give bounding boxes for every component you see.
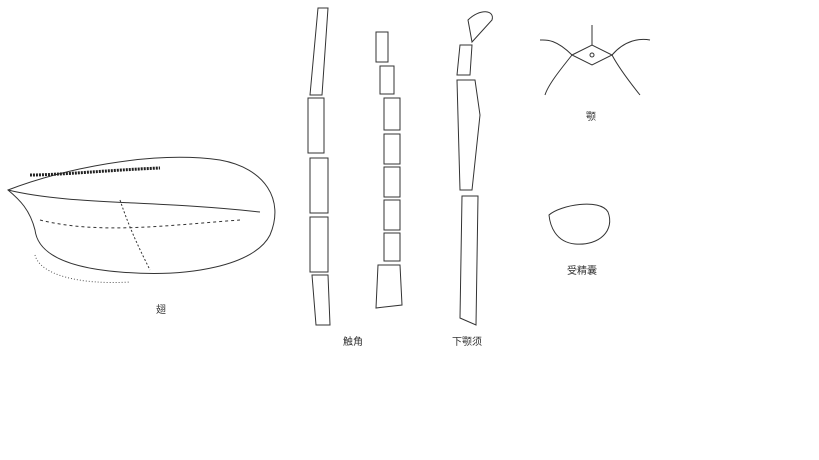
maxillary-palp-label: 下颚须	[452, 337, 482, 348]
spermatheca-label: 受精囊	[567, 266, 597, 277]
mandible-label: 颚	[586, 112, 596, 123]
mandible-drawing	[539, 25, 651, 96]
wing-drawing	[7, 156, 276, 283]
antenna-left-drawing	[307, 7, 331, 326]
spermatheca-drawing	[548, 203, 611, 245]
wing-label: 翅	[156, 305, 166, 316]
antenna-right-drawing	[375, 31, 403, 309]
maxillary-palp-drawing	[456, 11, 493, 326]
antenna-label: 触角	[343, 337, 363, 348]
